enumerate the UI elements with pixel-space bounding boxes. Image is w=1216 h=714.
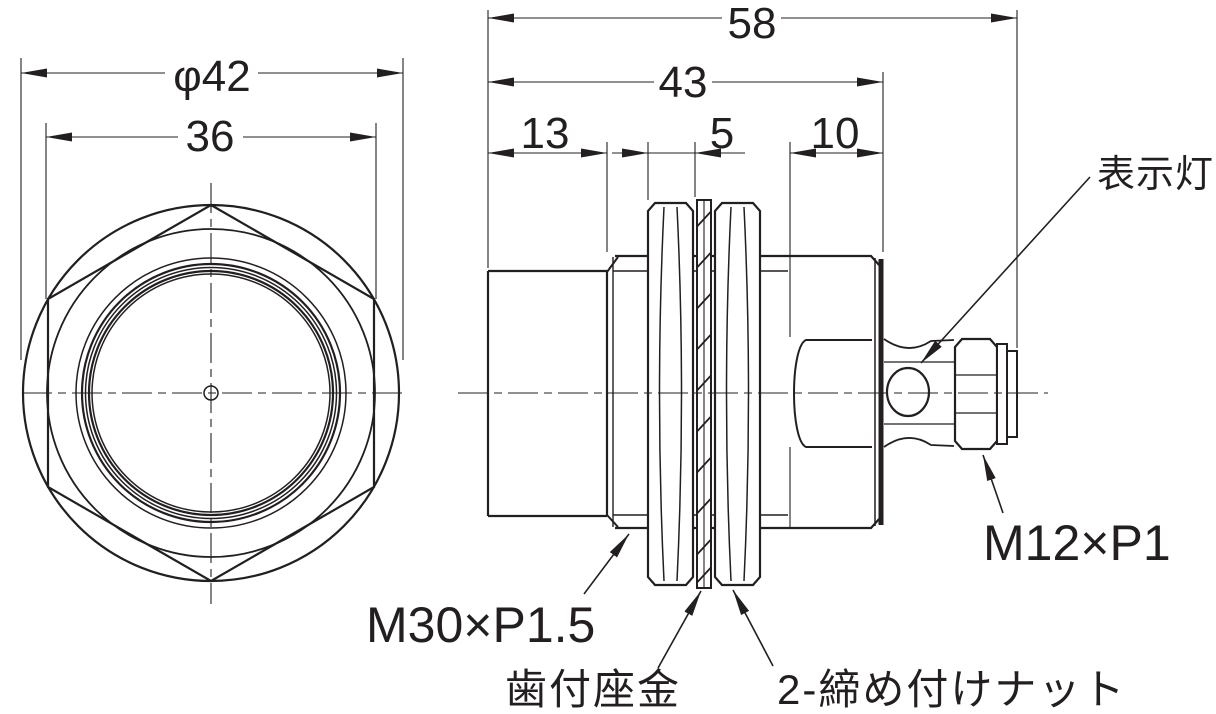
leader-lines [583,176,1091,669]
nut-outline [646,201,695,587]
dim-label-flats: 36 [186,112,235,161]
clamping-nut-1 [646,201,695,587]
label-indicator-lamp: 表示灯 [1097,154,1214,196]
label-toothed-washer: 歯付座金 [505,666,681,713]
toothed-washer [696,199,712,589]
dim-label-10: 10 [811,109,860,158]
clamping-nut-2 [713,201,762,587]
leader-indicator-lamp [920,176,1091,364]
dim-label-5: 5 [710,109,734,158]
leader-toothed-washer [657,590,702,669]
side-view-dimensions [487,10,1018,348]
dim-label-58: 58 [728,0,777,48]
neck-bottom-profile [883,437,955,448]
label-connector-thread: M12×P1 [983,515,1171,571]
leader-clamping-nuts [732,589,774,667]
label-mounting-thread: M30×P1.5 [366,597,595,653]
dim-label-13: 13 [521,109,570,158]
thread-chamfer-top [606,256,619,273]
side-view [458,142,1048,589]
indicator-lamp [885,366,931,418]
m12-connector [953,337,1018,451]
washer-teeth [696,211,712,583]
leader-connector-thread [982,454,1004,514]
front-view-dimensions [20,58,404,360]
dim-label-43: 43 [659,58,708,107]
nut-outline [713,201,762,587]
hex-nut-outline [46,203,376,583]
connector-hex-outline [953,337,999,451]
connector-ring [996,343,1008,445]
thread-chamfer-bottom [606,514,619,528]
neck-top-profile [883,338,955,349]
connector-end-cap [1006,350,1018,438]
dim-label-diameter: φ42 [173,52,250,101]
leader-mounting-thread [583,533,630,595]
label-clamping-nuts: 2-締め付けナット [777,666,1126,713]
front-view [21,183,402,604]
